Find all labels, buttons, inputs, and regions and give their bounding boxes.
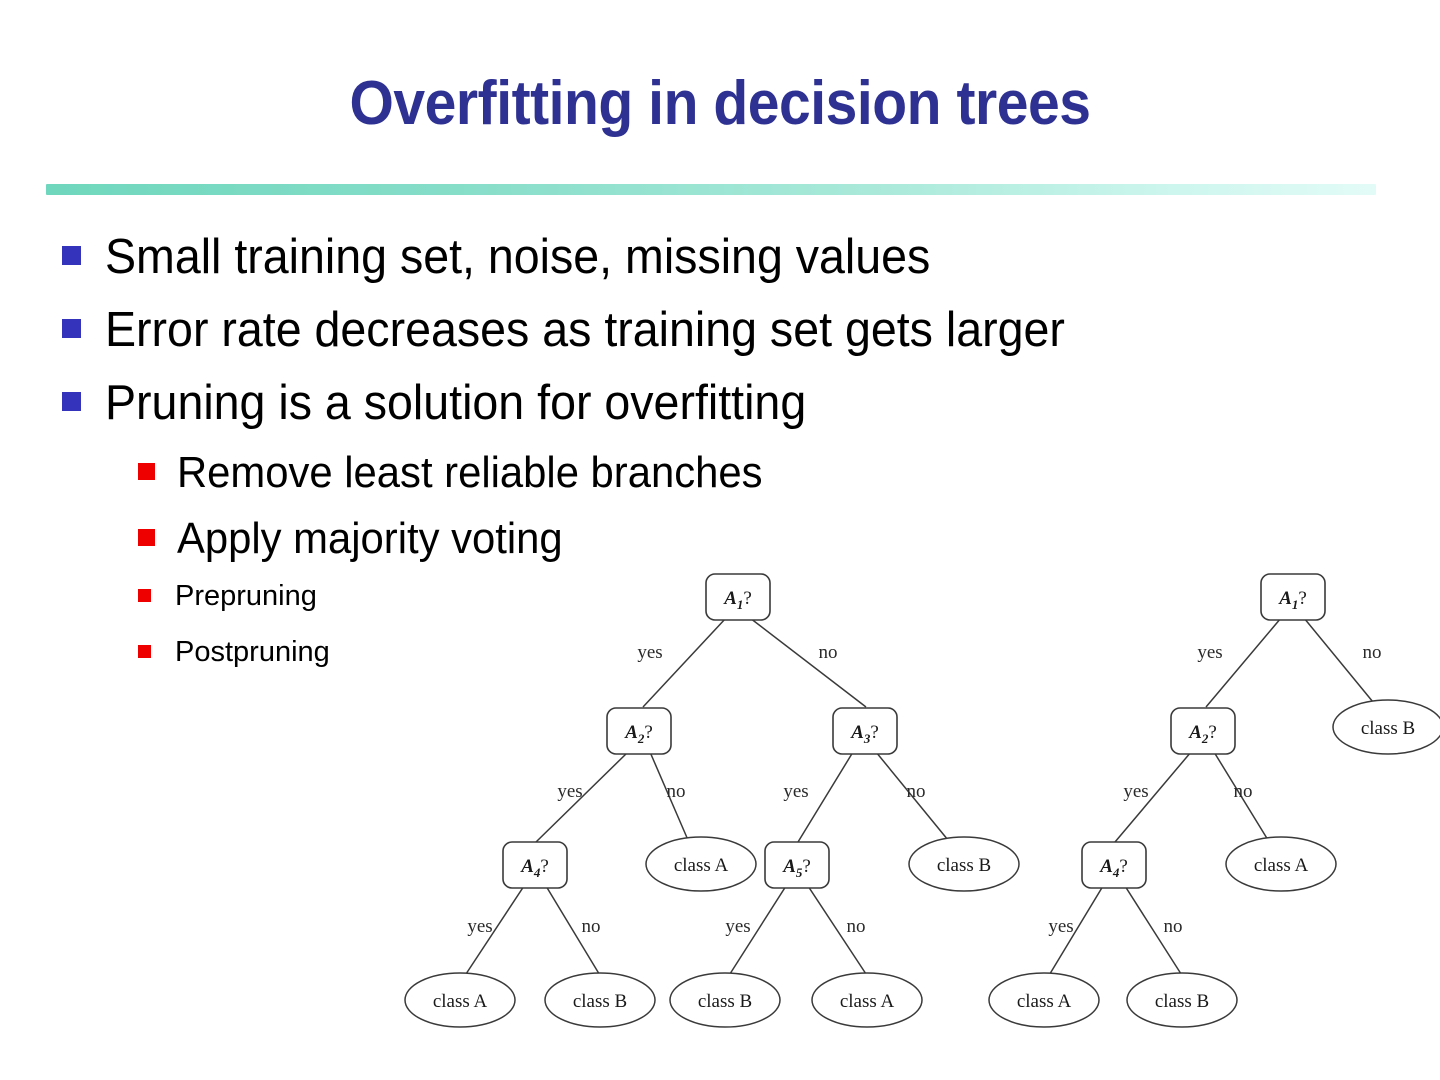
tree-edge: [535, 751, 629, 843]
tree-leaf-class-a[interactable]: [645, 836, 757, 892]
tree-node-a4-label: A4?: [520, 856, 549, 880]
tree-leaf-class-b[interactable]: [669, 972, 781, 1028]
tree-leaf-label: class B: [698, 991, 752, 1012]
tree-edge: [545, 885, 602, 978]
title-divider: [46, 184, 1376, 195]
tree-leaf-label: class A: [433, 991, 488, 1012]
list-item-label: Remove least reliable branches: [177, 448, 763, 497]
list-item-label: Pruning is a solution for overfitting: [105, 376, 807, 430]
tree-edge: [463, 885, 525, 978]
list-item: Small training set, noise, missing value…: [0, 228, 1440, 286]
page-title: Overfitting in decision trees: [349, 69, 1091, 138]
list-item: Error rate decreases as training set get…: [0, 301, 1440, 359]
edge-label-yes: yes: [1123, 781, 1148, 802]
tree-edge: [875, 751, 949, 841]
edge-label-no: no: [582, 916, 601, 937]
tree-edge: [1303, 617, 1374, 703]
bullet-marker-square-blue: [62, 246, 81, 265]
tree-node-a5-label: A5?: [782, 856, 811, 880]
tree-leaf-label: class B: [1155, 991, 1209, 1012]
tree-edge: [749, 617, 867, 708]
tree-edge: [1213, 751, 1269, 841]
tree-node-a4[interactable]: [1081, 841, 1147, 889]
edge-label-yes: yes: [637, 642, 662, 663]
list-item-label: Small training set, noise, missing value…: [105, 230, 931, 284]
tree-node-a3-label: A3?: [850, 722, 879, 746]
tree-leaf-label: class A: [674, 855, 729, 876]
tree-node-a3[interactable]: [832, 707, 898, 755]
edge-label-yes: yes: [1048, 916, 1073, 937]
tree-node-a1[interactable]: [705, 573, 771, 621]
tree-leaf-label: class A: [1017, 991, 1072, 1012]
edge-label-yes: yes: [725, 916, 750, 937]
tree-leaf-label: class B: [1361, 718, 1415, 739]
tree-edge: [1114, 751, 1192, 843]
list-item: Prepruning: [0, 579, 1440, 613]
bullet-marker-square-red: [138, 463, 155, 480]
tree-edge: [642, 617, 727, 708]
edge-label-yes: yes: [1197, 642, 1222, 663]
unpruned-decision-tree: yes no yes no yes no yes no yes no A1? A…: [404, 573, 1020, 1028]
tree-node-a1-label: A1?: [723, 588, 752, 612]
tree-edge: [1205, 617, 1282, 708]
edge-label-no: no: [847, 916, 866, 937]
tree-node-a2-label: A2?: [624, 722, 653, 746]
edge-label-no: no: [1234, 781, 1253, 802]
tree-edge: [797, 751, 854, 843]
tree-node-a4[interactable]: [502, 841, 568, 889]
tree-edge: [727, 885, 787, 978]
decision-tree-figure: yes no yes no yes no yes no yes no A1? A…: [388, 552, 1440, 1062]
edge-label-no: no: [667, 781, 686, 802]
tree-leaf-class-a[interactable]: [811, 972, 923, 1028]
tree-leaf-label: class B: [937, 855, 991, 876]
bullet-marker-square-blue: [62, 392, 81, 411]
tree-leaf-class-a[interactable]: [988, 972, 1100, 1028]
tree-leaf-class-a[interactable]: [1225, 836, 1337, 892]
edge-label-no: no: [907, 781, 926, 802]
tree-leaf-class-b[interactable]: [1332, 699, 1440, 755]
tree-node-a5[interactable]: [764, 841, 830, 889]
list-item: Apply majority voting: [0, 513, 1440, 565]
bullet-marker-square-red: [138, 589, 151, 602]
tree-node-a2[interactable]: [1170, 707, 1236, 755]
tree-node-a1[interactable]: [1260, 573, 1326, 621]
tree-edge: [649, 751, 689, 841]
tree-node-a2[interactable]: [606, 707, 672, 755]
tree-node-a4-label: A4?: [1099, 856, 1128, 880]
tree-edge: [1124, 885, 1184, 978]
edge-label-no: no: [1363, 642, 1382, 663]
tree-leaf-class-b[interactable]: [908, 836, 1020, 892]
tree-leaf-class-b[interactable]: [1126, 972, 1238, 1028]
list-item-label: Postpruning: [175, 636, 330, 668]
tree-leaf-label: class A: [840, 991, 895, 1012]
bullet-marker-square-blue: [62, 319, 81, 338]
tree-edge: [807, 885, 869, 978]
tree-leaf-label: class A: [1254, 855, 1309, 876]
pruned-decision-tree: yes no yes no yes no A1? A2? A4? class B…: [988, 573, 1440, 1028]
edge-label-no: no: [819, 642, 838, 663]
edge-label-yes: yes: [467, 916, 492, 937]
list-item: Postpruning: [0, 635, 1440, 669]
edge-label-no: no: [1164, 916, 1183, 937]
list-item: Remove least reliable branches: [0, 447, 1440, 499]
list-item-label: Prepruning: [175, 580, 317, 612]
list-item-label: Error rate decreases as training set get…: [105, 303, 1065, 357]
tree-node-a1-label: A1?: [1278, 588, 1307, 612]
tree-leaf-class-a[interactable]: [404, 972, 516, 1028]
bullet-list: Small training set, noise, missing value…: [0, 228, 1440, 691]
tree-edge: [1047, 885, 1104, 978]
tree-leaf-class-b[interactable]: [544, 972, 656, 1028]
list-item: Pruning is a solution for overfitting: [0, 374, 1440, 432]
tree-leaf-label: class B: [573, 991, 627, 1012]
edge-label-yes: yes: [783, 781, 808, 802]
bullet-marker-square-red: [138, 529, 155, 546]
list-item-label: Apply majority voting: [177, 514, 563, 563]
edge-label-yes: yes: [557, 781, 582, 802]
bullet-marker-square-red: [138, 645, 151, 658]
tree-node-a2-label: A2?: [1188, 722, 1217, 746]
